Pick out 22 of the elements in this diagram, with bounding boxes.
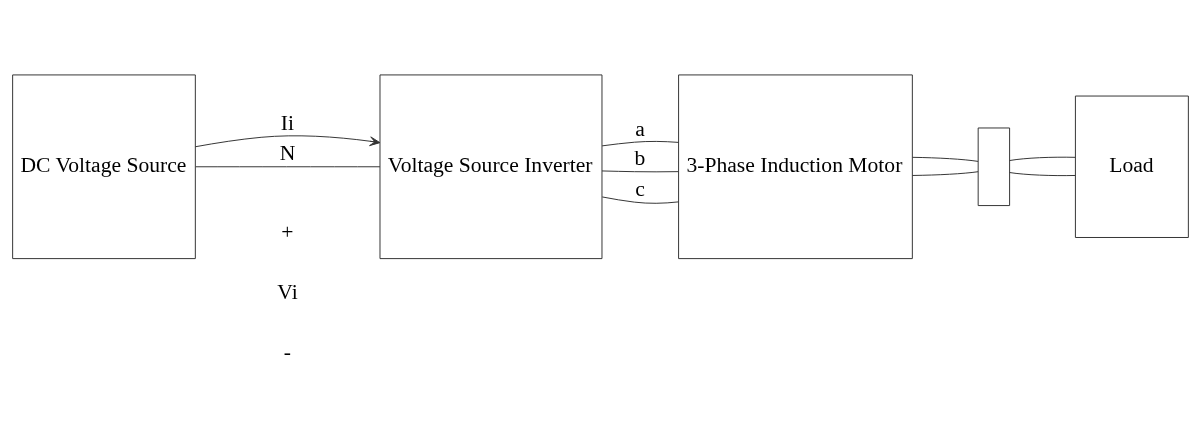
node-box: DC Voltage Source bbox=[12, 74, 196, 260]
node-box: Load bbox=[1074, 95, 1189, 238]
connector bbox=[601, 140, 679, 147]
edge-label: b bbox=[634, 146, 646, 171]
connector bbox=[911, 156, 979, 162]
edge-label: a bbox=[635, 116, 645, 141]
connector bbox=[601, 170, 679, 173]
connector bbox=[195, 166, 381, 168]
arrow bbox=[194, 135, 381, 148]
connector bbox=[911, 171, 979, 176]
edge-label: N bbox=[279, 141, 296, 166]
connector bbox=[601, 196, 679, 204]
label: Vi bbox=[277, 279, 298, 304]
node-box: Voltage Source Inverter bbox=[379, 74, 603, 260]
edge-label: Ii bbox=[280, 111, 294, 136]
connector bbox=[1009, 156, 1076, 161]
node-box bbox=[977, 127, 1011, 207]
connector bbox=[1009, 172, 1076, 177]
edge-label: c bbox=[635, 176, 645, 201]
label: - bbox=[283, 339, 291, 364]
node-box: 3-Phase Induction Motor bbox=[678, 74, 913, 260]
label: + bbox=[281, 220, 294, 245]
